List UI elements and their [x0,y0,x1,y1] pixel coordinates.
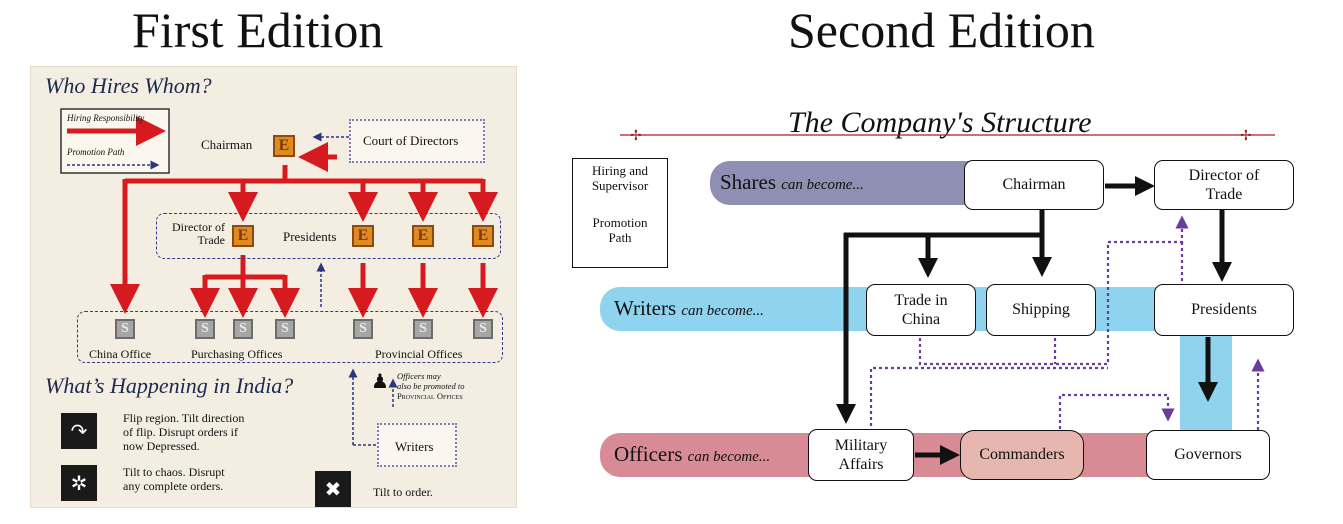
cross-icon: ✖ [315,471,351,507]
writers-can-become: can become... [681,303,764,319]
officers-note-line2: also be promoted to [397,381,465,391]
purchasing-s-token-1: S [195,319,215,339]
who-hires-whom-title: Who Hires Whom? [45,73,212,98]
order-text: Tilt to order. [373,485,433,499]
director-e-token: E [232,225,254,247]
officers-note: Officers may also be promoted to Provinc… [397,371,464,401]
military-line1: Military [834,436,888,454]
commanders-node: Commanders [960,430,1084,480]
shipping-node: Shipping [986,284,1096,336]
shares-word: Shares [720,170,776,194]
military-line2: Affairs [838,456,884,473]
chaos-line2: any complete orders. [123,479,224,493]
chaos-text: Tilt to chaos. Disrupt any complete orde… [123,465,225,493]
officers-band-label: Officers can become... [614,442,770,467]
flip-line2: of flip. Disrupt orders if [123,425,238,439]
svg-text:✢: ✢ [1240,128,1252,144]
provincial-s-token-2: S [413,319,433,339]
director-of-trade-node: Director of Trade [1154,160,1294,210]
first-edition-heading: First Edition [132,2,384,58]
provincial-s-token-3: S [473,319,493,339]
offices-group [77,311,503,363]
governors-node: Governors [1146,430,1270,480]
officers-note-line1: Officers may [397,371,441,381]
presidents-label: Presidents [283,229,337,244]
structure-title: The Company's Structure [788,106,1092,139]
writers-band-label: Writers can become... [614,296,764,321]
court-of-directors-box [349,119,485,163]
shares-band [710,161,1010,205]
svg-text:✢: ✢ [630,128,642,144]
first-edition-connectors [60,108,498,446]
president-e-token-2: E [412,225,434,247]
director-line1: Director of [1188,166,1260,184]
china-office-label: China Office [89,347,152,361]
trade-china-line1: Trade in [894,291,948,309]
first-edition-panel: Who Hires Whom? Hiring Responsibility Pr… [30,66,517,508]
chairman-label: Chairman [201,137,253,152]
flip-text: Flip region. Tilt direction of flip. Dis… [123,411,244,453]
second-edition-panel: The Company's Structure ✢ ✢ [560,92,1320,512]
legend-promotion-text: Promotion Path [573,215,667,245]
chaos-line1: Tilt to chaos. Disrupt [123,465,225,479]
president-e-token-1: E [352,225,374,247]
provincial-offices-label: Provincial Offices [375,347,463,361]
second-edition-heading: Second Edition [788,2,1095,58]
flip-line3: now Depressed. [123,439,200,453]
legend-promo-line1: Promotion [592,215,648,230]
legend-hiring-line1: Hiring and [592,163,648,178]
shares-can-become: can become... [781,177,864,193]
india-title: What’s Happening in India? [45,373,294,398]
trade-china-line2: China [901,311,941,328]
officers-note-line3: Provincial Offices [397,391,463,401]
writers-box [377,423,457,467]
legend-hiring-text: Hiring and Supervisor [573,163,667,193]
legend-hiring-line2: Supervisor [591,178,649,193]
legend-promotion-label: Promotion Path [67,147,125,157]
legend-promo-line2: Path [608,230,632,245]
officers-can-become: can become... [687,449,771,465]
curved-arrow-icon: ↷ [61,413,97,449]
legend-box: Hiring and Supervisor Promotion Path [572,158,668,268]
chairman-e-token: E [273,135,295,157]
officers-word: Officers [614,442,683,466]
trade-in-china-node: Trade in China [866,284,976,336]
china-office-s-token: S [115,319,135,339]
court-of-directors-label: Court of Directors [363,133,459,148]
director-label-line1: Director of [172,220,225,234]
purchasing-offices-label: Purchasing Offices [191,347,283,361]
officer-silhouette-icon: ♟ [371,369,389,393]
director-label-line2: Trade [197,233,225,247]
provincial-s-token-1: S [353,319,373,339]
flip-line1: Flip region. Tilt direction [123,411,245,425]
director-line2: Trade [1205,186,1243,203]
shares-band-label: Shares can become... [720,170,864,195]
president-e-token-3: E [472,225,494,247]
presidents-node: Presidents [1154,284,1294,336]
director-presidents-group [156,213,501,259]
purchasing-s-token-3: S [275,319,295,339]
writers-word: Writers [614,296,677,320]
legend-hiring-label: Hiring Responsibility [67,113,145,123]
gear-icon: ✲ [61,465,97,501]
chairman-node: Chairman [964,160,1104,210]
purchasing-s-token-2: S [233,319,253,339]
director-of-trade-label: Director of Trade [161,221,225,247]
writers-label: Writers [395,439,434,454]
